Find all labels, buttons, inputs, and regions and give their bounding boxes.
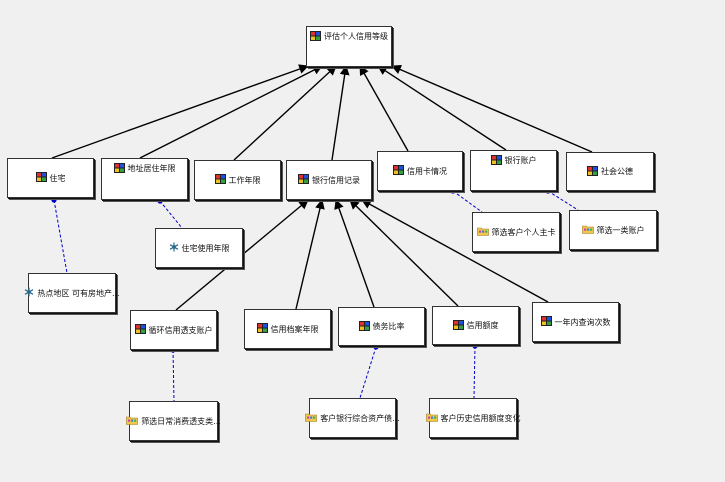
edge-arrow — [377, 65, 507, 151]
dashed-link — [547, 190, 579, 211]
grid-icon — [214, 174, 226, 186]
dashed-link — [359, 346, 377, 399]
grid-icon — [490, 155, 502, 167]
node-bank-assets[interactable]: 客户银行综合资产债... — [305, 398, 400, 438]
node-bank-credit[interactable]: 银行信用记录 — [286, 160, 372, 200]
edge-arrow — [331, 65, 350, 161]
node-filter-class1[interactable]: 筛选一类账户 — [569, 210, 657, 250]
node-filter-daily[interactable]: 筛选日常消费透支类... — [126, 401, 221, 441]
grid-icon — [134, 324, 146, 336]
node-label: 债务比率 — [372, 322, 405, 331]
node-bank-account[interactable]: 银行账户 — [470, 150, 557, 191]
node-work-years[interactable]: 工作年限 — [194, 160, 281, 200]
edge-arrow — [334, 199, 375, 308]
node-label: 信用档案年限 — [270, 324, 319, 334]
edge-arrow — [295, 199, 325, 310]
grid-icon — [587, 165, 598, 178]
node-card-status[interactable]: 信用卡情况 — [377, 151, 463, 191]
folder-icon — [425, 412, 438, 424]
node-label: 筛选一类账户 — [596, 225, 645, 235]
node-label: 客户银行综合资产债... — [320, 413, 400, 423]
edge-arrow — [51, 64, 309, 159]
node-address-years[interactable]: 地址居住年限 — [101, 158, 188, 200]
node-root[interactable]: 评估个人信用等级 — [306, 26, 392, 67]
edge-arrow — [391, 64, 593, 153]
grid-icon — [358, 320, 370, 333]
node-label: 住宅使用年限 — [181, 243, 230, 253]
node-hotspot[interactable]: 热点地区 可有房地产... — [25, 273, 120, 313]
snowflake-icon — [169, 242, 179, 254]
dashed-link — [452, 190, 483, 213]
dashed-link — [159, 200, 183, 229]
node-debt-ratio[interactable]: 债务比率 — [338, 307, 425, 346]
node-revolving[interactable]: 循环信用透支账户 — [130, 310, 217, 350]
node-queries-year[interactable]: 一年内查询次数 — [532, 302, 619, 342]
edge-arrow — [359, 65, 409, 152]
node-label: 筛选客户个人主卡 — [491, 227, 556, 237]
grid-icon — [452, 319, 464, 332]
folder-icon — [305, 412, 317, 424]
snowflake-icon — [24, 287, 34, 299]
node-label: 地址居住年限 — [127, 164, 176, 173]
node-label: 银行账户 — [504, 156, 537, 165]
node-label: 信用额度 — [466, 321, 499, 330]
folder-icon — [476, 226, 489, 238]
node-label: 一年内查询次数 — [554, 317, 611, 327]
link-anchor-dot[interactable] — [51, 197, 57, 203]
grid-icon — [256, 323, 268, 335]
node-label: 工作年限 — [228, 175, 261, 185]
node-credit-limit[interactable]: 信用额度 — [432, 306, 519, 345]
edge-arrow — [139, 65, 323, 159]
edge-arrow — [233, 65, 337, 161]
grid-icon — [298, 174, 309, 186]
node-label: 住宅 — [49, 173, 66, 183]
node-housing[interactable]: 住宅 — [7, 158, 94, 198]
folder-icon — [581, 224, 594, 236]
node-label: 循环信用透支账户 — [148, 325, 213, 335]
grid-icon — [35, 172, 47, 184]
node-credit-file-years[interactable]: 信用档案年限 — [244, 309, 331, 349]
node-label: 银行信用记录 — [312, 175, 360, 185]
node-social-ethics[interactable]: 社会公德 — [566, 152, 654, 191]
grid-icon — [393, 165, 404, 177]
node-label: 客户历史信用额度变化 — [440, 413, 521, 423]
node-limit-history[interactable]: 客户历史信用额度变化 — [425, 398, 521, 438]
dashed-link — [172, 349, 175, 402]
node-label: 筛选日常消费透支类... — [141, 416, 221, 426]
node-label: 热点地区 可有房地产... — [37, 288, 120, 298]
edge-arrow — [349, 199, 459, 307]
edge-arrow — [361, 199, 549, 303]
grid-icon — [113, 163, 125, 175]
dashed-link — [473, 345, 476, 399]
node-label: 社会公德 — [601, 167, 633, 176]
node-label: 信用卡情况 — [407, 166, 447, 176]
dashed-link — [53, 199, 68, 274]
folder-icon — [126, 415, 138, 427]
grid-icon — [310, 31, 321, 43]
node-filter-main-card[interactable]: 筛选客户个人主卡 — [472, 212, 560, 252]
node-label: 评估个人信用等级 — [324, 32, 388, 41]
grid-icon — [540, 316, 552, 328]
node-residence-years[interactable]: 住宅使用年限 — [155, 228, 243, 268]
